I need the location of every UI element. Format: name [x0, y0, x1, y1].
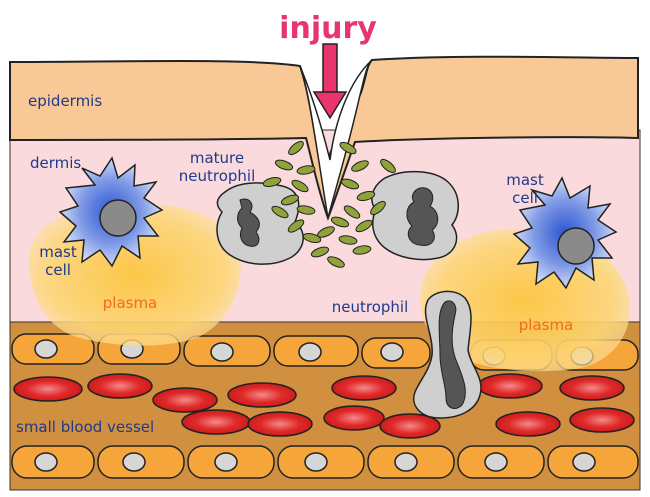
bacterium: [355, 219, 373, 233]
endothelial-nucleus: [484, 452, 508, 472]
bacterium: [338, 235, 358, 245]
label-small-blood-vessel: small blood vessel: [16, 418, 154, 436]
injury-arrow: [312, 43, 348, 120]
mast-cell-left: [58, 156, 164, 268]
bacterium: [356, 190, 376, 202]
red-blood-cell: [495, 411, 561, 437]
endothelial-nucleus: [34, 452, 58, 472]
red-blood-cell: [323, 405, 385, 431]
label-mast-cell-left-line1: mast: [39, 243, 77, 261]
label-mature-neutrophil-line1: mature: [190, 149, 244, 167]
bacterium: [271, 205, 289, 219]
label-dermis: dermis: [30, 154, 81, 172]
red-blood-cell: [477, 373, 543, 399]
bacterium: [310, 246, 330, 258]
bacterium: [262, 176, 282, 188]
label-plasma-left: plasma: [103, 294, 158, 312]
bacterium: [327, 256, 345, 268]
title-injury: injury: [279, 11, 377, 46]
bacterium: [302, 232, 322, 244]
label-mast-cell-left-line2: cell: [45, 261, 71, 279]
endothelial-nucleus: [214, 452, 238, 472]
bacterium: [351, 160, 369, 172]
red-blood-cell: [379, 413, 441, 439]
endothelial-nucleus: [210, 342, 234, 362]
bacterium: [296, 165, 316, 175]
mature-neutrophil-left: [216, 182, 304, 265]
bacterium: [274, 159, 294, 171]
endothelial-row-top: [11, 333, 639, 371]
label-epidermis: epidermis: [28, 92, 102, 110]
neutrophil-extravasating: [413, 290, 482, 419]
red-blood-cell: [247, 411, 313, 437]
label-mast-cell-right-line1: mast: [506, 171, 544, 189]
endothelial-nucleus: [394, 452, 418, 472]
bacterium: [288, 140, 304, 156]
bacterium: [317, 226, 335, 238]
endothelial-nucleus: [304, 452, 328, 472]
bacterium: [340, 178, 360, 190]
bacterium: [380, 158, 396, 174]
bacterium: [287, 219, 305, 233]
bacterium: [296, 205, 316, 215]
bacterium: [370, 200, 386, 216]
red-blood-cell: [152, 387, 218, 413]
endothelial-row-bottom: [11, 445, 639, 479]
label-neutrophil: neutrophil: [332, 298, 409, 316]
red-blood-cell: [87, 373, 153, 399]
red-blood-cell: [569, 407, 635, 433]
endothelial-nucleus: [572, 452, 596, 472]
red-blood-cell: [559, 375, 625, 401]
red-blood-cell: [331, 375, 397, 401]
label-mature-neutrophil-line2: neutrophil: [179, 167, 256, 185]
mature-neutrophil-right: [371, 170, 459, 261]
endothelial-nucleus: [298, 342, 322, 362]
bacterium: [291, 179, 309, 193]
red-blood-cell: [227, 382, 297, 408]
endothelial-nucleus: [380, 342, 404, 362]
endothelial-nucleus: [122, 452, 146, 472]
bacterium: [352, 245, 372, 255]
bacterium: [280, 194, 300, 206]
red-blood-cells: [13, 373, 635, 439]
mast-cell-right: [512, 176, 618, 290]
label-plasma-right: plasma: [519, 316, 574, 334]
endothelial-nucleus: [34, 339, 58, 359]
red-blood-cell: [13, 376, 83, 402]
bacterium: [339, 141, 357, 155]
bacterium: [330, 216, 350, 228]
label-mast-cell-right-line2: cell: [512, 189, 538, 207]
red-blood-cell: [181, 409, 251, 435]
bacteria-cluster: [262, 140, 396, 268]
wound-gap: [299, 59, 373, 219]
bacterium: [343, 205, 361, 219]
